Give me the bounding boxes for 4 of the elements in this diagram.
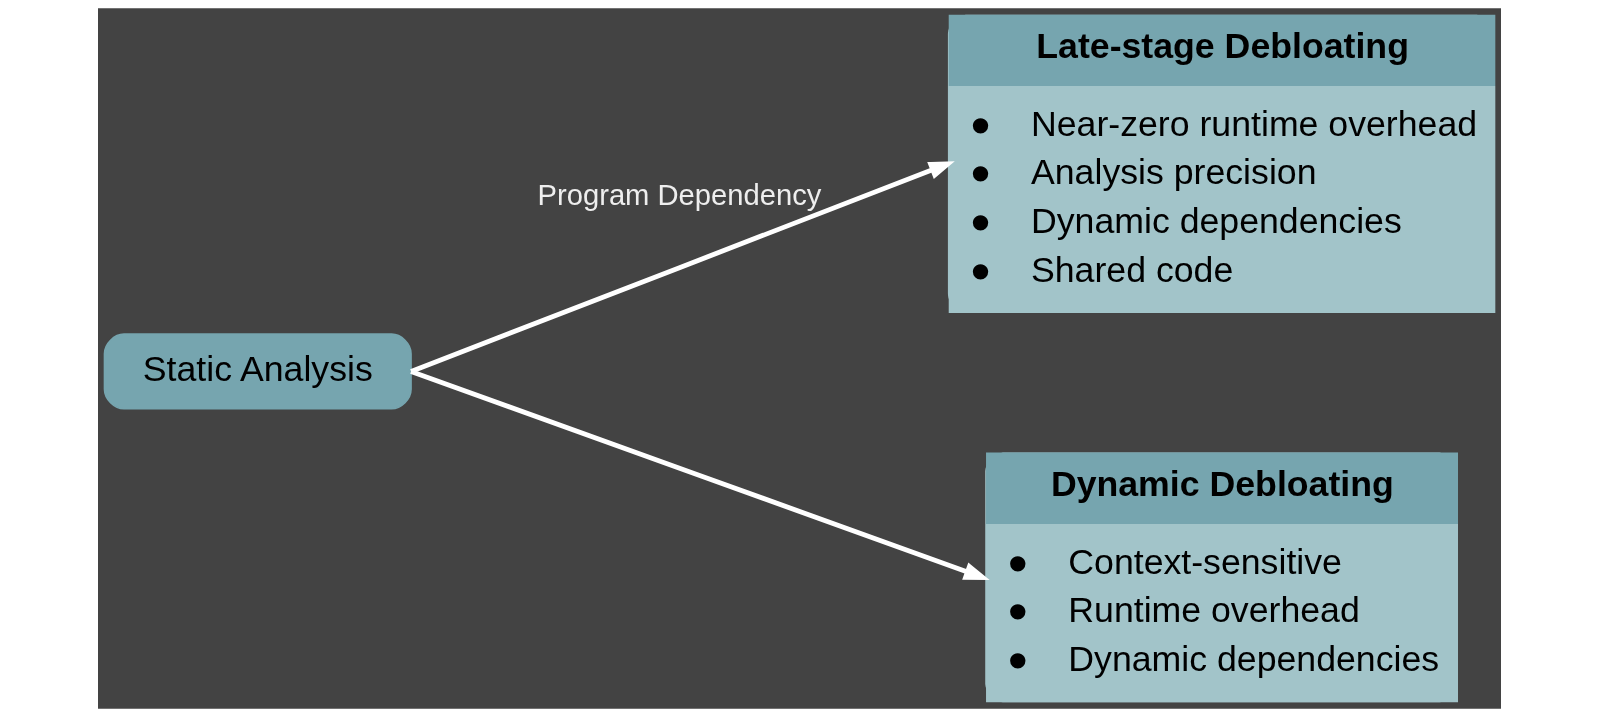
node-box: Static Analysis: [103, 333, 412, 410]
arrow: [409, 161, 955, 374]
edge-label: Program Dependency: [537, 179, 821, 212]
arrow: [409, 369, 990, 580]
